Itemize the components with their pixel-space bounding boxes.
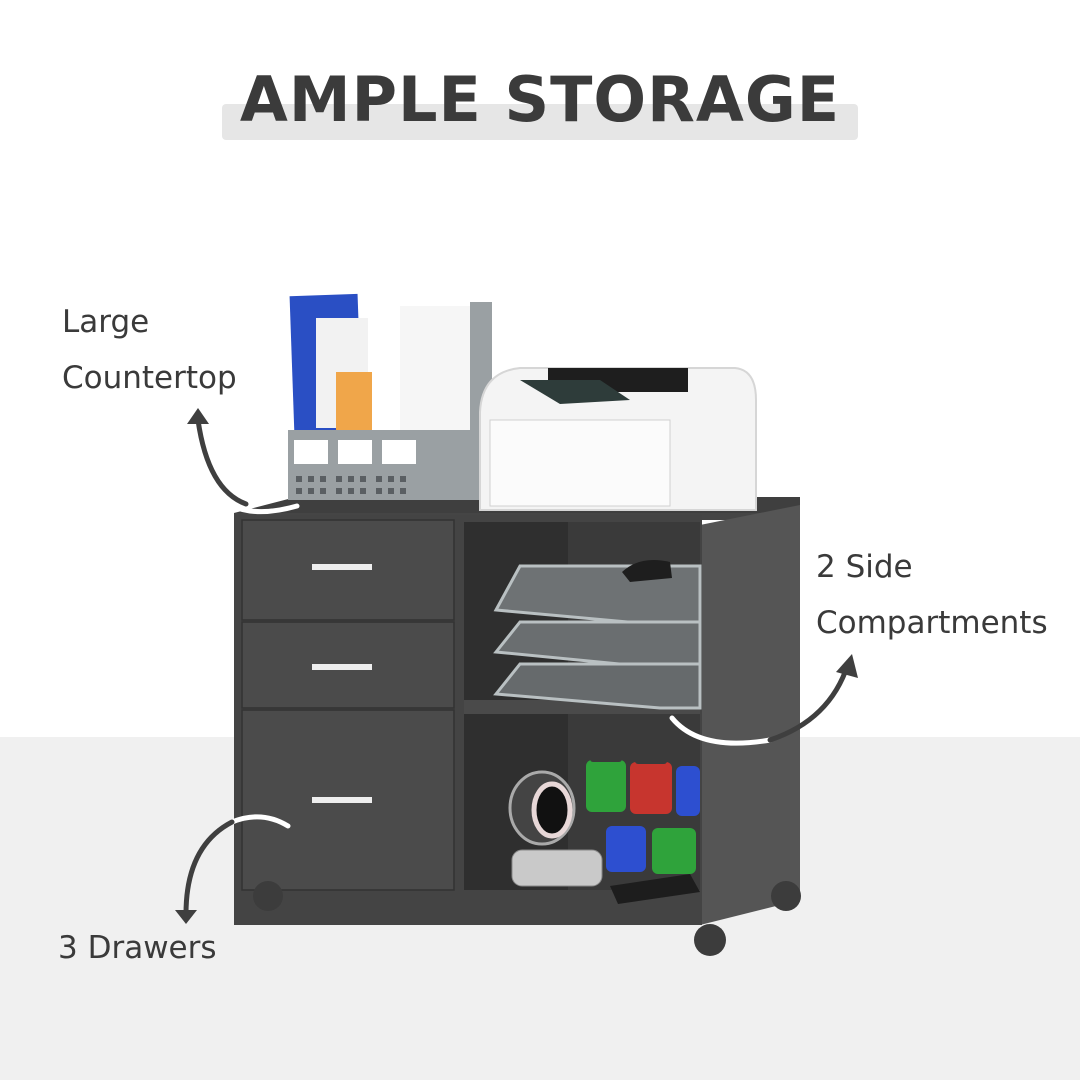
callout-side-line-1: 2 Side	[816, 549, 913, 585]
callout-drawers: 3 Drawers	[58, 920, 217, 976]
calculator	[610, 874, 700, 904]
stapler	[622, 559, 672, 582]
tape-roll-2	[511, 849, 603, 887]
callout-arrows	[175, 408, 858, 924]
letter-trays	[493, 559, 702, 710]
cabinet-side-panel	[700, 505, 800, 925]
drawer-2-handle	[312, 664, 372, 670]
side-arrow	[767, 661, 851, 743]
callout-drawers-line-1: 3 Drawers	[58, 930, 217, 966]
paint-jar-green-2	[652, 828, 696, 874]
countertop-arrow	[195, 417, 249, 507]
callout-side-compartments: 2 Side Compartments	[816, 539, 1048, 651]
side-arrow-white	[669, 715, 773, 746]
drawer-stack	[241, 519, 455, 891]
printer	[479, 367, 757, 511]
callout-countertop-line-1: Large	[62, 304, 150, 340]
drawer-3	[241, 709, 455, 891]
callout-countertop-line-2: Countertop	[62, 360, 237, 396]
drawers-arrowhead-icon	[175, 910, 197, 924]
title-highlight-bar	[222, 104, 858, 140]
compartment-supplies	[508, 744, 700, 904]
paper-output-tray	[520, 380, 630, 404]
countertop-arrowhead-icon	[187, 408, 209, 424]
drawers-arrow-white	[229, 814, 291, 829]
drawers-arrow	[183, 819, 235, 917]
page-title: AMPLE STORAGE	[239, 63, 841, 136]
drawer-1-handle	[312, 564, 372, 570]
countertop-arrow-white	[192, 417, 300, 515]
callout-countertop: Large Countertop	[62, 294, 237, 406]
callout-side-line-2: Compartments	[816, 605, 1048, 641]
casters	[253, 881, 801, 956]
paint-jar-blue-2	[606, 826, 646, 872]
cabinet	[234, 497, 801, 956]
magazine-holder	[288, 293, 492, 500]
paper-stack	[400, 306, 470, 436]
paint-jar-blue	[676, 766, 700, 816]
paint-jar-green	[586, 760, 626, 812]
drawer-3-handle	[312, 797, 372, 803]
side-arrowhead-icon	[836, 654, 858, 678]
paint-jar-red	[630, 762, 672, 814]
